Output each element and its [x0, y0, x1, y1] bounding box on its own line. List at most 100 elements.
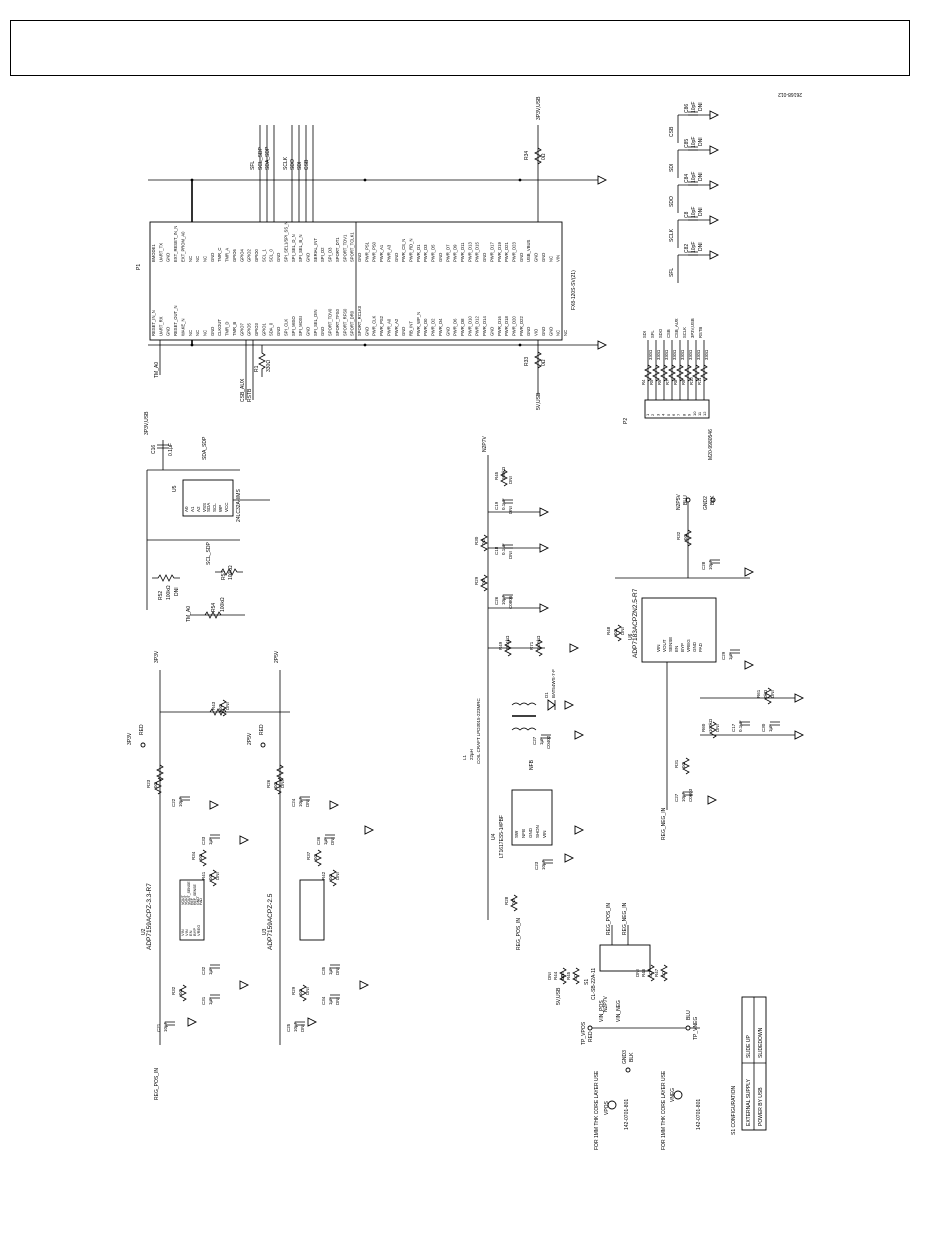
s1-part-value: 0Ω	[648, 970, 653, 977]
u2-part-value: 1µF	[208, 997, 213, 1005]
p2-row-ref: R9	[681, 379, 686, 385]
u6-part-ref: R48	[606, 626, 611, 635]
u6-pin: PAD	[698, 642, 703, 652]
s1-config-row1-c2: SLIDE UP	[746, 1035, 752, 1058]
r54-value: 100kΩ	[220, 597, 226, 612]
p1-left-pin: NC	[556, 330, 561, 336]
u5-pin-name: A1	[190, 506, 195, 512]
p1-right-pin: PWR_D11	[460, 242, 465, 262]
p2-pin-number: 8	[681, 413, 686, 416]
u2-tp-ref: 3P3V	[127, 732, 133, 745]
s1-config-table: S1 CONFIGURATION EXTERNAL SUPPLY SLIDE U…	[731, 996, 767, 1135]
p1-right-pin: PWR_D15	[475, 242, 480, 262]
u2-part-ref: R32	[171, 986, 176, 995]
p1-right-pin: PWR_A1	[379, 244, 384, 262]
u2-part-value: 0Ω	[198, 853, 203, 860]
p1-right-pin: GND	[438, 253, 443, 262]
u5-body	[182, 479, 234, 517]
p2-row-ref: R6	[657, 379, 662, 385]
r26-symbol	[276, 764, 284, 782]
u4-part-value: 10µF	[501, 594, 506, 605]
dut-cap-net: SDI	[669, 164, 675, 172]
u6-part-capacitor	[740, 721, 750, 726]
u4-ground-2	[539, 543, 550, 553]
u3-part-note: DNI	[335, 872, 340, 880]
u6-part-note: DNI	[770, 690, 775, 698]
p2-pin-number: 11	[697, 411, 702, 416]
u3-part-note: DNI	[300, 1024, 305, 1032]
p1-right-pin: SPI_D2	[320, 247, 325, 262]
u6-part: ADP7183ACPZN2.5-R7	[632, 588, 639, 658]
net-scl-sdp: SCL_SDP	[258, 147, 264, 170]
u4-part: LT1617ES5-1#PBF	[499, 815, 505, 858]
p2-row-value: 330Ω	[688, 350, 693, 360]
u3-part-capacitor	[300, 796, 310, 801]
u2-ground-3	[239, 980, 250, 990]
u6-ref: U6	[628, 633, 634, 640]
u4-part-value: 100kΩ	[501, 466, 506, 480]
p1-right-pin: PWR_D5	[431, 244, 436, 262]
u4-pin: GND	[528, 827, 533, 838]
u6-part-value: 0kΩ	[763, 689, 768, 698]
p1-right-pin: PWR_A3	[386, 244, 391, 262]
p2-row-value: 330Ω	[704, 350, 709, 360]
u2-body	[179, 879, 205, 941]
p1-dot-3	[363, 178, 367, 182]
gnd2-testpoint	[710, 497, 716, 503]
u4-part-ref: R28	[504, 896, 509, 905]
p1-left-pin: PWR_D20	[512, 316, 517, 336]
l1-coupled-inductor	[511, 702, 537, 731]
p1-right-pin: PWR_D1	[416, 244, 421, 262]
p1-right-pin: GPIO0	[254, 249, 259, 262]
switch-s1: S1 CL-SB-22A-11 REG_POS_IN REG_NEG_IN 5V…	[547, 902, 702, 1150]
p1-right-pin: NC	[203, 256, 208, 262]
dut-cap-note: DNI	[698, 172, 704, 181]
p2-pin-number: 12	[702, 411, 707, 416]
u6-part-resistor	[764, 687, 772, 705]
s1-part-note: DNI	[547, 972, 552, 980]
u6-part-value: 10µF	[681, 791, 686, 802]
u3-part-ref: C34	[321, 996, 326, 1005]
p2-pin-number: 5	[666, 413, 671, 416]
u3-part-resistor	[274, 777, 282, 795]
dut-cap-value: 10pF	[691, 102, 697, 113]
u2-left-pin: VIN	[180, 929, 185, 936]
figure-id: 26168-012	[778, 91, 802, 97]
p1-left-pin: WAKE_N	[180, 318, 185, 336]
u4-part-ref: C26	[494, 596, 499, 605]
s1-config-row2-c1: POWER BY USB	[758, 1087, 764, 1126]
p1-right-pin: SPORT_DT1	[335, 237, 340, 262]
p1-left-pin: UART_RX	[158, 316, 163, 336]
dut-cap-symbol	[688, 251, 698, 256]
u6-ground-5	[707, 795, 718, 805]
p1-right-pin: BMODE1	[151, 244, 156, 262]
u6-part-ref: R32	[676, 531, 681, 540]
s1-config-title: S1 CONFIGURATION	[731, 1086, 737, 1135]
u2-ref: U2	[141, 928, 147, 935]
dut-cap-symbol	[688, 111, 698, 116]
p1-bottom-bus-ground	[597, 340, 608, 350]
p2-row-value: 330Ω	[664, 350, 669, 360]
net-tm-a0: TM_A0	[154, 362, 160, 378]
u2-part-value: 0Ω	[218, 703, 223, 710]
u6-ground-3	[794, 693, 805, 703]
p2-row-value: 330Ω	[696, 350, 701, 360]
p1-left-pin: SPI_MOSI	[298, 316, 303, 336]
net-sfl: SFL	[250, 161, 256, 170]
p1-right-pin: PWR_D9	[453, 244, 458, 262]
u2-part: ADP7159ACPZ-3.3-R7	[146, 883, 153, 950]
u3-ground-3	[359, 980, 370, 990]
u5-part: 24LC32A-I/MS	[236, 489, 242, 522]
jack1-part: 142-0701-801	[624, 1099, 630, 1130]
p1-left-pin: VIO	[534, 328, 539, 336]
u2-tp-color: RED	[139, 724, 145, 735]
r34-value: 0Ω	[541, 153, 547, 160]
u2-part-ref: C31	[201, 996, 206, 1005]
s1-net-reg-neg: REG_NEG_IN	[622, 902, 628, 935]
